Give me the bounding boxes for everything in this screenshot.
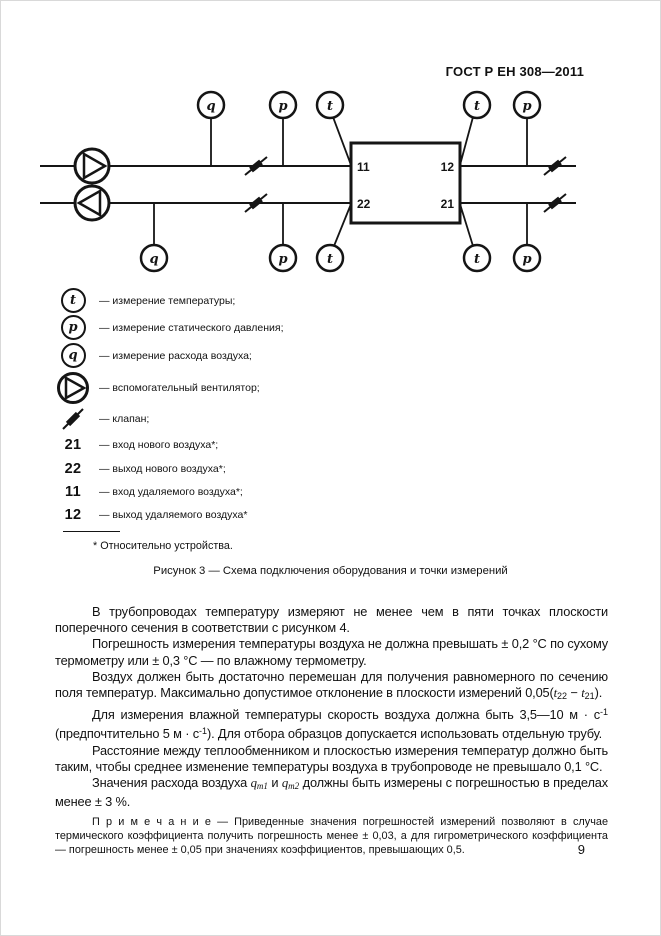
svg-text:q: q xyxy=(206,99,215,114)
legend: t — измерение температуры; p — измерение… xyxy=(55,287,535,526)
paragraph-air-mixing: Воздух должен быть достаточно перемешан … xyxy=(55,668,608,702)
svg-text:q: q xyxy=(149,252,158,267)
legend-item-12: 12 — выход удаляемого воздуха* xyxy=(64,506,248,523)
paragraph-accuracy: Погрешность измерения температуры воздух… xyxy=(55,636,608,668)
valve-icon xyxy=(543,156,567,176)
temperature-sensor-icon: t xyxy=(462,243,492,273)
pressure-sensor-icon: p xyxy=(268,90,298,120)
footnote: * Относительно устройства. xyxy=(93,540,233,552)
legend-item-flow: q — измерение расхода воздуха; xyxy=(55,341,535,370)
flow-sensor-icon: q xyxy=(196,90,226,120)
page-number: 9 xyxy=(577,842,585,857)
flow-sensor-icon: q xyxy=(139,243,169,273)
figure-caption: Рисунок 3 — Схема подключения оборудован… xyxy=(153,565,508,577)
legend-item-fan: — вспомогательный вентилятор; xyxy=(55,370,535,405)
fan-icon xyxy=(73,184,111,222)
svg-text:t: t xyxy=(327,99,333,114)
legend-item-temperature: t — измерение температуры; xyxy=(55,287,535,314)
svg-text:p: p xyxy=(278,252,287,267)
legend-item-valve: — клапан; xyxy=(55,405,535,433)
temperature-sensor-icon: t xyxy=(315,243,345,273)
port-label-11: 11 xyxy=(357,160,370,174)
temperature-sensor-icon: t xyxy=(462,90,492,120)
legend-item-pressure: p — измерение статического давления; xyxy=(55,314,535,341)
valve-icon xyxy=(543,193,567,213)
connector xyxy=(332,116,352,166)
svg-text:p: p xyxy=(278,99,287,114)
pressure-sensor-icon: p xyxy=(268,243,298,273)
measurement-schematic: 11 12 22 21 q p t t p q xyxy=(40,90,576,273)
flow-sensor-icon: q xyxy=(55,343,91,368)
valve-icon xyxy=(55,406,91,432)
svg-text:t: t xyxy=(474,252,480,267)
paragraph-wet-temperature: Для измерения влажной температуры скорос… xyxy=(55,707,608,742)
fan-icon xyxy=(55,371,91,405)
connector xyxy=(333,203,352,247)
pressure-sensor-icon: p xyxy=(55,315,91,340)
svg-text:p: p xyxy=(522,99,531,114)
port-label-22: 22 xyxy=(357,197,371,211)
paragraph-distance: Расстояние между теплообменником и плоск… xyxy=(55,742,608,774)
connector xyxy=(459,203,474,247)
svg-text:t: t xyxy=(327,252,333,267)
footnote-rule xyxy=(63,531,120,532)
port-label-21: 21 xyxy=(441,197,455,211)
pressure-sensor-icon: p xyxy=(512,243,542,273)
svg-text:t: t xyxy=(474,99,480,114)
paragraph-temperature-points: В трубопроводах температуру измеряют не … xyxy=(55,604,608,636)
legend-item-21: 21 — вход нового воздуха*; xyxy=(64,437,219,453)
temperature-sensor-icon: t xyxy=(315,90,345,120)
paragraph-flow-accuracy: Значения расхода воздуха qm1 и qm2 должн… xyxy=(55,775,609,810)
port-label-12: 12 xyxy=(441,160,455,174)
note-paragraph: П р и м е ч а н и е — Приведенные значен… xyxy=(55,816,608,857)
valve-icon xyxy=(244,193,268,213)
temperature-sensor-icon: t xyxy=(55,288,91,313)
body-text: В трубопроводах температуру измеряют не … xyxy=(55,604,608,858)
legend-item-11: 11 — вход удаляемого воздуха*; xyxy=(65,483,243,500)
document-code: ГОСТ Р ЕН 308—2011 xyxy=(445,64,584,79)
svg-text:p: p xyxy=(522,252,531,267)
pressure-sensor-icon: p xyxy=(512,90,542,120)
connector xyxy=(459,116,474,166)
valve-icon xyxy=(244,156,268,176)
heat-exchanger-box xyxy=(349,141,462,225)
legend-item-22: 22 — выход нового воздуха*; xyxy=(64,460,226,477)
fan-icon xyxy=(73,147,111,185)
